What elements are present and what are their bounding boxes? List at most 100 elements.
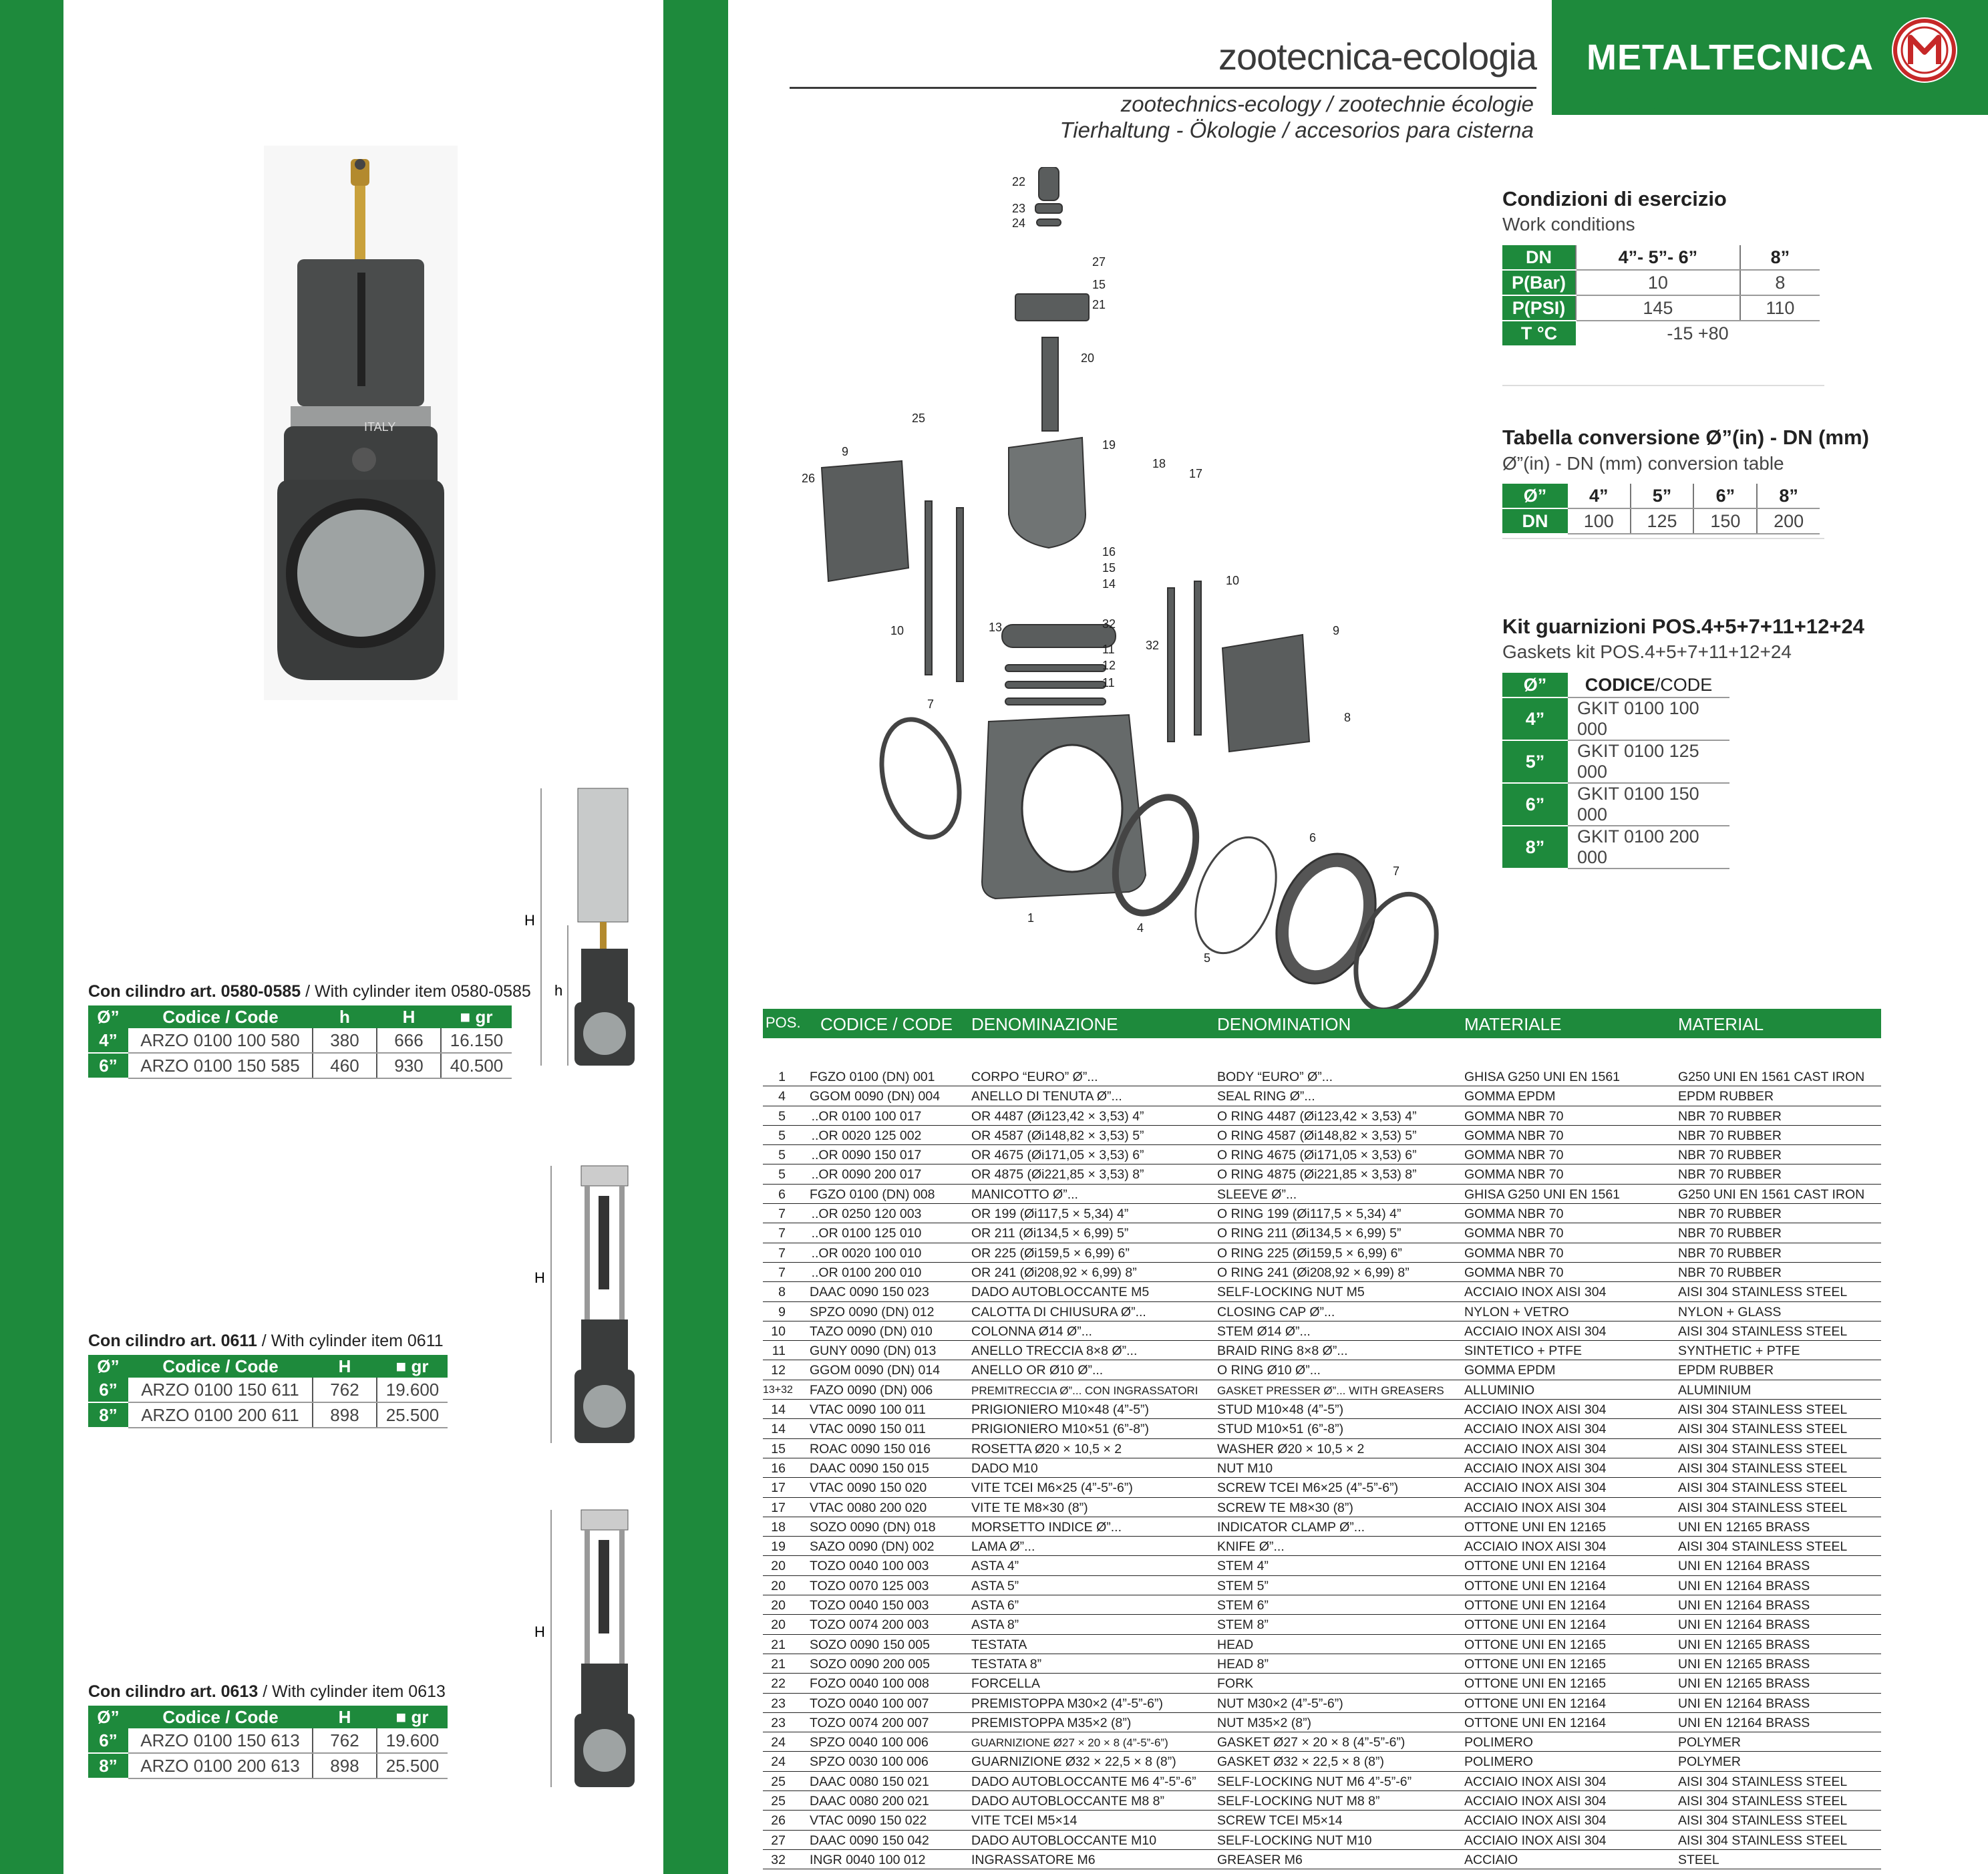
- denominazione-cell: VITE TE M8×30 (8”): [971, 1500, 1088, 1515]
- weight-unit: gr: [411, 1356, 429, 1376]
- code-cell: GUNY 0090 (DN) 013: [810, 1344, 937, 1359]
- table-cell: 8”: [1756, 484, 1820, 509]
- table-row: P(Bar) 10 8: [1502, 270, 1820, 296]
- denominazione-cell: FORCELLA: [971, 1676, 1040, 1692]
- pos-cell: 4: [778, 1089, 786, 1104]
- callout-number: 9: [842, 445, 848, 458]
- valve-marking: ITALY: [364, 420, 395, 434]
- title-bold: Con cilindro art. 0613: [88, 1682, 259, 1701]
- denominazione-cell: ASTA 6”: [971, 1598, 1019, 1613]
- materiale-cell: OTTONE UNI EN 12165: [1464, 1656, 1607, 1672]
- denominazione-cell: MORSETTO INDICE Ø”...: [971, 1519, 1122, 1535]
- material-cell: AISI 304 STAINLESS STEEL: [1678, 1460, 1848, 1476]
- materiale-cell: OTTONE UNI EN 12165: [1464, 1676, 1607, 1692]
- denomination-cell: BODY “EURO” Ø”...: [1217, 1070, 1333, 1084]
- denomination-cell: HEAD 8”: [1217, 1656, 1269, 1672]
- materiale-cell: ACCIAIO INOX AISI 304: [1464, 1500, 1607, 1515]
- material-cell: AISI 304 STAINLESS STEEL: [1678, 1441, 1848, 1456]
- pos-cell: 19: [771, 1539, 786, 1555]
- denomination-cell: GASKET Ø32 × 22,5 × 8 (8”): [1217, 1754, 1385, 1770]
- table-cell: 100: [1568, 508, 1631, 534]
- material-cell: UNI EN 12164 BRASS: [1678, 1715, 1810, 1730]
- brand-logo: [1892, 17, 1957, 83]
- table-row: 4”GKIT 0100 100 000: [1502, 697, 1729, 741]
- code-cell: ..OR 0100 100 017: [811, 1108, 922, 1124]
- table-cell: ARZO 0100 150 613: [128, 1728, 313, 1754]
- pos-cell: 20: [771, 1578, 786, 1593]
- table-head-cell: DN: [1502, 245, 1577, 271]
- table-row: 4” ARZO 0100 100 580 380 666 16.150: [88, 1028, 512, 1054]
- callout-number: 22: [1012, 175, 1025, 188]
- materiale-cell: ACCIAIO INOX AISI 304: [1464, 1774, 1607, 1789]
- gasket-kit-subtitle: Gaskets kit POS.4+5+7+11+12+24: [1502, 641, 1792, 662]
- denomination-cell: STUD M10×48 (4”-5”): [1217, 1402, 1344, 1418]
- table-row: Ø” 4” 5” 6” 8”: [1502, 484, 1820, 509]
- table-cell: 762: [312, 1378, 377, 1403]
- denominazione-cell: GUARNIZIONE Ø32 × 22,5 × 8 (8”): [971, 1754, 1176, 1770]
- callout-number: 18: [1152, 457, 1166, 470]
- materiale-cell: ACCIAIO INOX AISI 304: [1464, 1323, 1607, 1339]
- denomination-cell: SCREW TCEI M5×14: [1217, 1813, 1343, 1829]
- code-cell: ROAC 0090 150 016: [810, 1441, 931, 1456]
- code-cell: DAAC 0080 200 021: [810, 1793, 929, 1809]
- materiale-cell: ALLUMINIO: [1464, 1382, 1535, 1398]
- table-cell: GKIT 0100 100 000: [1568, 697, 1729, 741]
- row-label: P(PSI): [1502, 295, 1577, 321]
- material-cell: UNI EN 12164 BRASS: [1678, 1578, 1810, 1593]
- denomination-cell: O RING 4875 (Øi221,85 × 3,53) 8”: [1217, 1167, 1417, 1183]
- work-conditions-head: DN 4”- 5”- 6” 8”: [1502, 245, 1820, 271]
- row-label: 8”: [1502, 826, 1568, 869]
- material-cell: AISI 304 STAINLESS STEEL: [1678, 1402, 1848, 1418]
- callout-number: 12: [1102, 659, 1116, 672]
- materiale-cell: GOMMA NBR 70: [1464, 1148, 1564, 1163]
- materiale-cell: GOMMA NBR 70: [1464, 1128, 1564, 1143]
- table-cell: GKIT 0100 150 000: [1568, 783, 1729, 826]
- header-spacer: [763, 1038, 1881, 1067]
- table-cell: 762: [312, 1728, 377, 1754]
- weight-unit: gr: [411, 1706, 429, 1727]
- material-cell: STEEL: [1678, 1852, 1719, 1867]
- callout-number: 4: [1137, 921, 1144, 935]
- materiale-cell: SINTETICO + PTFE: [1464, 1344, 1583, 1359]
- table-cell: ARZO 0100 200 611: [128, 1402, 313, 1428]
- material-cell: NYLON + GLASS: [1678, 1304, 1782, 1319]
- pos-cell: 17: [771, 1500, 786, 1515]
- pos-cell: 14: [771, 1422, 786, 1437]
- category-subtitle-2: Tierhaltung - Ökologie / accesorios para…: [1059, 118, 1534, 142]
- code-cell: ..OR 0100 200 010: [811, 1265, 922, 1280]
- table-cell: 8: [1739, 270, 1820, 296]
- callout-number: 13: [989, 621, 1002, 634]
- row-label: 4”: [88, 1028, 128, 1054]
- table-head-cell: 4”- 5”- 6”: [1575, 245, 1740, 271]
- pos-cell: 17: [771, 1480, 786, 1496]
- material-cell: AISI 304 STAINLESS STEEL: [1678, 1500, 1848, 1515]
- denomination-cell: SCREW TE M8×30 (8”): [1217, 1500, 1353, 1515]
- code-cell: ..OR 0090 200 017: [811, 1167, 922, 1183]
- row-label: P(Bar): [1502, 270, 1577, 296]
- material-cell: AISI 304 STAINLESS STEEL: [1678, 1480, 1848, 1496]
- table-head-cell: 8”: [1739, 245, 1820, 271]
- callout-number: 32: [1146, 639, 1159, 652]
- code-cell: DAAC 0090 150 042: [810, 1833, 929, 1848]
- material-cell: POLYMER: [1678, 1735, 1741, 1750]
- denomination-cell: O RING 225 (Øi159,5 × 6,99) 6”: [1217, 1245, 1402, 1261]
- denomination-cell: BRAID RING 8×8 Ø”...: [1217, 1344, 1348, 1359]
- pos-cell: 12: [771, 1363, 786, 1378]
- code-cell: SOZO 0090 200 005: [810, 1656, 930, 1672]
- denominazione-cell: PREMISTOPPA M35×2 (8”): [971, 1715, 1132, 1730]
- denominazione-cell: MANICOTTO Ø”...: [971, 1187, 1078, 1202]
- pos-cell: 5: [778, 1108, 786, 1124]
- middle-green-stripe: [663, 0, 728, 1874]
- table-row: 8” ARZO 0100 200 613 898 25.500: [88, 1753, 448, 1779]
- code-cell: FGZO 0100 (DN) 008: [810, 1187, 935, 1202]
- code-head-bold: CODICE: [1585, 674, 1655, 695]
- materiale-cell: ACCIAIO: [1464, 1852, 1518, 1867]
- pos-cell: 1: [778, 1070, 786, 1084]
